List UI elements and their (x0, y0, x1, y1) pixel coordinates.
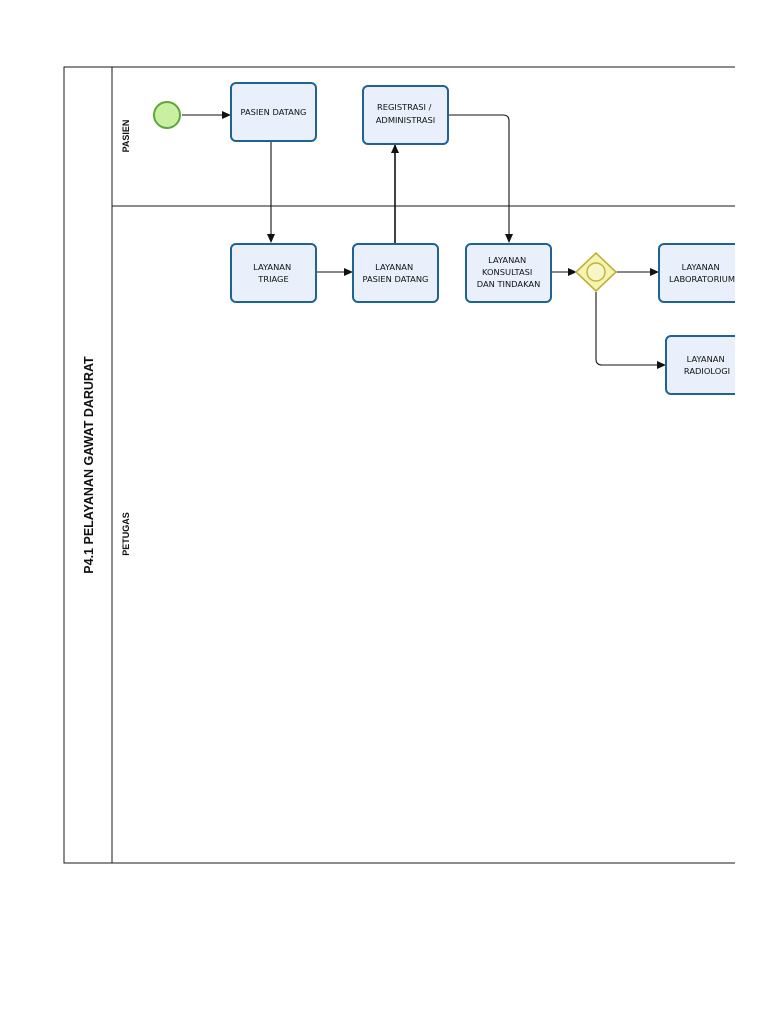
tasks: PASIEN DATANG REGISTRASI / ADMINISTRASI … (230, 82, 762, 395)
task-konsultasi-line-1: LAYANAN (488, 255, 526, 265)
task-registrasi-line-1: REGISTRASI / (377, 102, 432, 112)
pool: P4.1 PELAYANAN GAWAT DARURAT (63, 66, 735, 864)
task-radiologi-line-1: LAYANAN (687, 354, 725, 364)
pool-border (63, 66, 735, 864)
task-konsultasi-line-3: DAN TINDAKAN (477, 279, 541, 289)
task-konsultasi-line-2: KONSULTASI (482, 267, 532, 277)
task-pasien-datang[interactable]: PASIEN DATANG (230, 82, 317, 142)
task-laboratorium-line-1: LAYANAN (682, 262, 720, 272)
inclusive-gateway[interactable] (574, 251, 618, 293)
task-registrasi-administrasi[interactable]: REGISTRASI / ADMINISTRASI (362, 85, 449, 145)
task-radiologi-line-2: RADIOLOGI (684, 366, 730, 376)
crop-mask (735, 0, 768, 1024)
task-layanan-konsultasi-box (465, 243, 552, 303)
task-layanan-konsultasi[interactable]: LAYANAN KONSULTASI DAN TINDAKAN (465, 243, 552, 303)
gateway-circle-icon (586, 262, 606, 282)
sequence-flows (182, 111, 666, 369)
task-layanan-konsultasi-label: LAYANAN KONSULTASI DAN TINDAKAN (477, 255, 541, 289)
task-layanan-triage-label: LAYANAN TRIAGE (253, 262, 294, 284)
lane-title-pasien: PASIEN (121, 120, 131, 153)
task-triage-line-2: TRIAGE (257, 274, 288, 284)
task-pasien-datang-label: PASIEN DATANG (241, 107, 307, 117)
task-pasien-datang-line-1: PASIEN DATANG (241, 107, 307, 117)
pool-title: P4.1 PELAYANAN GAWAT DARURAT (82, 356, 96, 574)
task-layanan-pasien-datang-line-1: LAYANAN (375, 262, 413, 272)
task-layanan-pasien-datang-label: LAYANAN PASIEN DATANG (363, 262, 429, 284)
lane-title-petugas: PETUGAS (121, 512, 131, 556)
task-triage-line-1: LAYANAN (253, 262, 291, 272)
task-pasien-datang-box (230, 82, 317, 142)
task-registrasi-line-2: ADMINISTRASI (376, 115, 435, 125)
lanes: PASIEN PETUGAS (112, 120, 735, 556)
task-layanan-pasien-datang[interactable]: LAYANAN PASIEN DATANG (352, 243, 439, 303)
task-layanan-triage-box (230, 243, 317, 303)
task-layanan-pasien-datang-line-2: PASIEN DATANG (363, 274, 429, 284)
start-event[interactable] (153, 101, 181, 129)
task-registrasi-administrasi-box (362, 85, 449, 145)
task-layanan-triage[interactable]: LAYANAN TRIAGE (230, 243, 317, 303)
task-layanan-pasien-datang-box (352, 243, 439, 303)
task-registrasi-administrasi-label: REGISTRASI / ADMINISTRASI (376, 102, 435, 125)
task-layanan-radiologi-label: LAYANAN RADIOLOGI (684, 354, 730, 376)
task-laboratorium-line-2: LABORATORIUM (669, 274, 735, 284)
start-event-icon (153, 101, 181, 129)
task-layanan-laboratorium-label: LAYANAN LABORATORIUM (669, 262, 735, 284)
flow-gateway-to-radiologi (595, 292, 666, 369)
flow-registrasi-to-konsultasi (449, 114, 513, 243)
